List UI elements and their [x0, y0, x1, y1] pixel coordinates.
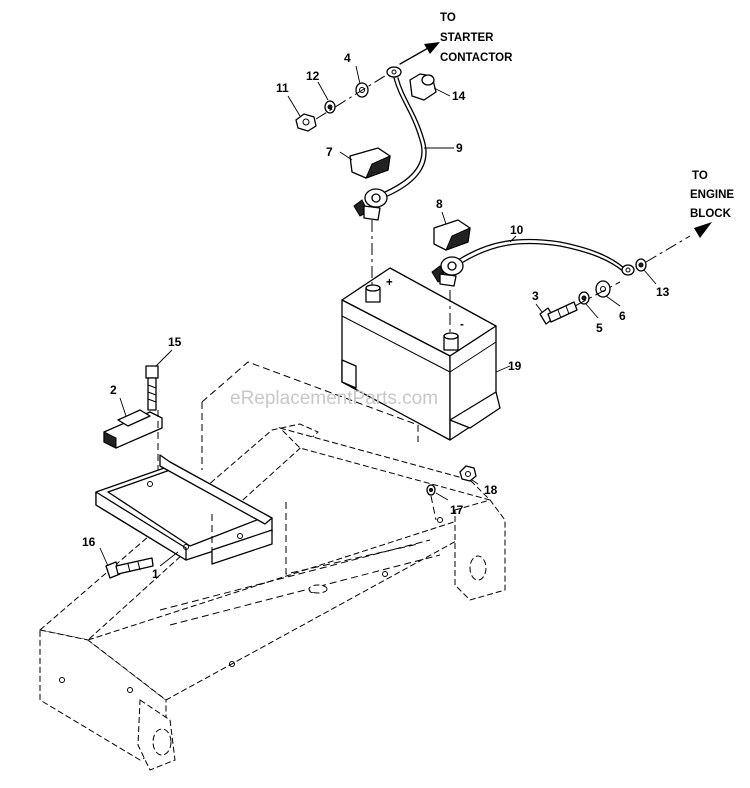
battery[interactable]: + -	[341, 267, 501, 441]
engine-stud-axis	[645, 235, 691, 263]
positive-terminal-label: +	[386, 277, 393, 289]
hold-down-bracket[interactable]	[103, 409, 163, 449]
callout-1: 1	[152, 567, 159, 581]
starter-note-line3: CONTACTOR	[440, 52, 513, 64]
callout-8: 8	[436, 197, 443, 211]
starter-arrow-line	[399, 46, 431, 65]
callout-11: 11	[276, 81, 289, 95]
callout-5: 5	[596, 321, 603, 335]
washer-13[interactable]	[635, 258, 647, 272]
leader-lines	[99, 65, 657, 567]
negative-cable[interactable]	[431, 238, 635, 287]
watermark: eReplacementParts.com	[230, 388, 438, 409]
starter-note-line1: TO	[440, 12, 456, 24]
callout-17: 17	[450, 503, 464, 517]
callout-10: 10	[510, 223, 524, 237]
callout-7: 7	[326, 145, 333, 159]
lock-washer-5[interactable]	[578, 291, 590, 305]
positive-cable[interactable]	[353, 66, 427, 221]
bolt-3[interactable]	[539, 301, 578, 325]
bolt-16[interactable]	[105, 557, 154, 579]
terminal-boot-14[interactable]	[409, 73, 437, 101]
lock-washer-17[interactable]	[426, 484, 436, 496]
engine-bolt-axis	[574, 281, 621, 307]
callout-16: 16	[82, 535, 96, 549]
callout-2: 2	[110, 383, 117, 397]
terminal-cover-7[interactable]	[349, 147, 391, 179]
callout-15: 15	[168, 335, 182, 349]
callout-6: 6	[619, 309, 626, 323]
callout-14: 14	[452, 89, 466, 103]
starter-stud-axis	[315, 73, 389, 120]
terminal-cover-8[interactable]	[433, 219, 471, 251]
battery-position-outline-right	[285, 502, 419, 575]
lock-washer-12[interactable]	[324, 100, 336, 114]
callout-18: 18	[484, 483, 498, 497]
starter-note-line2: STARTER	[440, 32, 494, 44]
nut-18[interactable]	[459, 465, 477, 482]
bolt-15[interactable]	[145, 365, 159, 411]
callout-9: 9	[456, 141, 463, 155]
callout-12: 12	[306, 69, 320, 83]
nut-11[interactable]	[295, 113, 317, 132]
engine-note-line1: TO	[692, 170, 708, 182]
battery-tray[interactable]	[95, 454, 273, 565]
engine-arrow-head	[694, 222, 712, 238]
mower-frame	[38, 423, 506, 771]
callout-3: 3	[532, 289, 539, 303]
starter-arrow-head	[424, 42, 440, 54]
engine-note-line2: ENGINE	[690, 189, 734, 201]
callout-19: 19	[508, 359, 522, 373]
washer-6[interactable]	[595, 280, 611, 298]
nut-guide	[430, 495, 437, 521]
callout-4: 4	[344, 51, 351, 65]
engine-note-line3: BLOCK	[690, 208, 732, 220]
negative-terminal-label: -	[460, 319, 464, 331]
callout-13: 13	[656, 285, 670, 299]
